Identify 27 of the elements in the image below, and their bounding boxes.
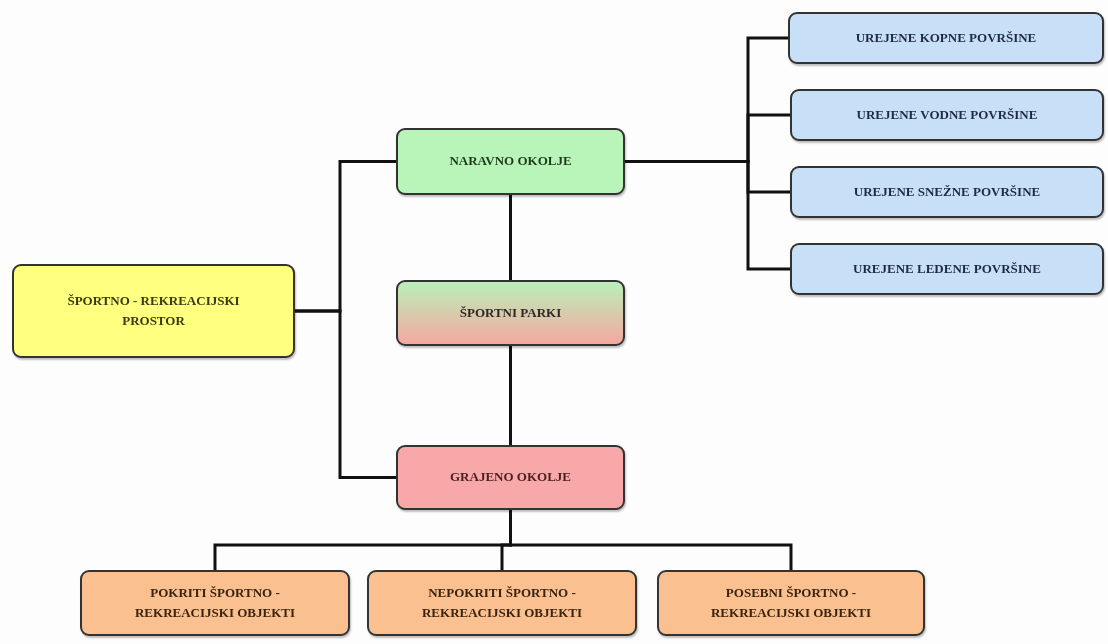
- category-box: [657, 570, 925, 636]
- category-box: [396, 445, 625, 510]
- box-label: GRAJENO OKOLJE: [449, 468, 572, 487]
- box-label: ŠPORTNI PARKI: [458, 303, 563, 322]
- box-label: NARAVNO OKOLJE: [448, 152, 573, 171]
- category-box: [367, 570, 637, 636]
- connector-line: [509, 510, 793, 570]
- box-label: UREJENE VODNE POVRŠINE: [855, 105, 1039, 124]
- category-box: [396, 128, 625, 195]
- connector-line: [509, 195, 512, 280]
- box-label: POKRITI ŠPORTNO - REKREACIJSKI OBJEKTI: [134, 583, 296, 622]
- category-box: [396, 280, 625, 346]
- box-label: UREJENE KOPNE POVRŠINE: [854, 28, 1038, 47]
- box-label: NEPOKRITI ŠPORTNO - REKREACIJSKI OBJEKTI: [421, 583, 583, 622]
- category-box: [80, 570, 350, 636]
- category-box: [790, 243, 1104, 295]
- category-box: [790, 166, 1104, 218]
- box-label: UREJENE SNEŽNE POVRŠINE: [852, 182, 1042, 201]
- connector-line: [625, 160, 790, 271]
- box-label: POSEBNI ŠPORTNO - REKREACIJSKI OBJEKTI: [710, 583, 872, 622]
- connector-line: [509, 346, 512, 445]
- box-label: ŠPORTNO - REKREACIJSKI PROSTOR: [66, 291, 241, 330]
- category-box: [788, 12, 1104, 64]
- category-box: [12, 264, 295, 358]
- category-box: [790, 89, 1104, 141]
- connector-line: [295, 309, 396, 479]
- box-label: UREJENE LEDENE POVRŠINE: [852, 259, 1042, 278]
